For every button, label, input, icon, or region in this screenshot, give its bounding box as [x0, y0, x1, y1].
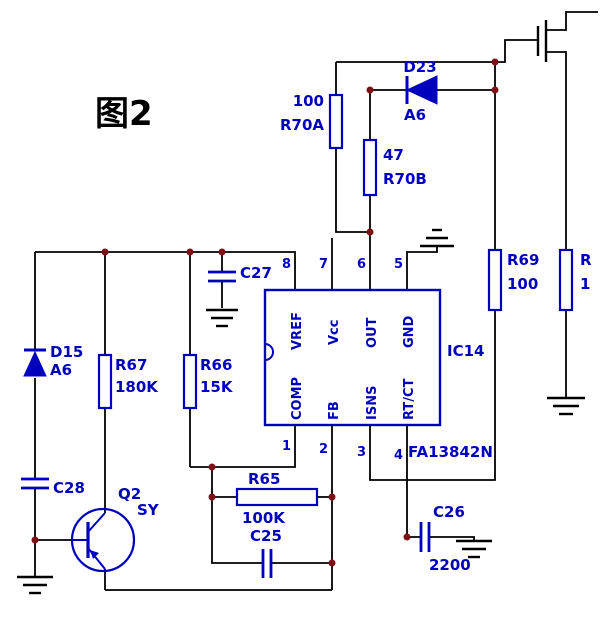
resistor-r70a: [328, 93, 344, 150]
capacitors: [21, 270, 431, 578]
r-right-ref: R: [580, 251, 592, 269]
labels: 图2 100 R70A 47 R70B D23 A6 R69 100 R 1 I…: [50, 58, 592, 574]
capacitor-c25: [261, 549, 273, 578]
wire: [429, 536, 475, 541]
junction-dot: [31, 536, 39, 544]
ic-pin-name-out: OUT: [365, 317, 380, 348]
junction-dot: [208, 493, 216, 501]
junction-dot: [491, 58, 499, 66]
c25-ref: C25: [250, 527, 282, 545]
r67-value: 180K: [115, 378, 159, 396]
wire: [406, 425, 421, 538]
q2-collector-lead: [87, 512, 106, 533]
r-right-value: 1: [580, 275, 590, 293]
wire: [190, 425, 296, 468]
junction-dot: [366, 86, 374, 94]
ground-icon: [17, 575, 53, 595]
resistor-r65: [235, 487, 319, 507]
ic-pin-name-comp: COMP: [290, 377, 305, 420]
wire: [369, 310, 496, 481]
ic-notch: [264, 343, 274, 361]
ic-pin-name-rtct: RT/CT: [402, 378, 417, 420]
ic-pin-number-4: 4: [394, 448, 403, 463]
ic-fa13842n: VREF Vcc OUT GND COMP FB ISNS RT/CT 8 7 …: [263, 257, 442, 463]
c26-value: 2200: [429, 556, 471, 574]
wire: [546, 11, 598, 31]
junction-dot: [101, 248, 109, 256]
mosfet-symbol: [536, 20, 548, 62]
r67-ref: R67: [115, 356, 147, 374]
r70b-ref: R70B: [383, 170, 427, 188]
junction-dots: [31, 58, 499, 567]
wire: [546, 51, 567, 250]
q2-ref: Q2: [118, 485, 141, 503]
junction-dot: [328, 493, 336, 501]
resistor-r-right: [558, 248, 574, 312]
q2-emitter-arrow: [90, 550, 99, 559]
ic-designator: IC14: [447, 342, 484, 360]
c28-ref: C28: [53, 479, 85, 497]
c26-ref: C26: [433, 503, 465, 521]
resistor-r66: [182, 353, 198, 410]
wire: [335, 148, 370, 233]
wires: [34, 11, 598, 591]
wire: [336, 39, 538, 63]
junction-dot: [328, 559, 336, 567]
junction-dot: [491, 86, 499, 94]
r70b-value: 47: [383, 146, 404, 164]
junction-dot: [366, 228, 374, 236]
junction-dot: [218, 248, 226, 256]
ic-part-number: FA13842N: [408, 443, 493, 461]
ground-icon: [206, 308, 238, 328]
ic-pin-number-8: 8: [282, 257, 291, 272]
r65-ref: R65: [248, 470, 280, 488]
transistor-q2: [70, 507, 136, 573]
ground-icon: [547, 396, 585, 416]
r70a-ref: R70A: [280, 116, 324, 134]
diode-d15: [23, 348, 47, 377]
capacitor-c27: [208, 270, 236, 283]
r69-value: 100: [507, 275, 538, 293]
q2-value: SY: [137, 501, 160, 519]
r66-value: 15K: [200, 378, 234, 396]
diodes: [23, 75, 438, 377]
wire: [35, 251, 296, 290]
resistor-r70b: [362, 138, 378, 197]
junction-dot: [208, 463, 216, 471]
ic-pin-number-5: 5: [394, 257, 403, 272]
wire: [406, 246, 438, 290]
ic-pin-name-vcc: Vcc: [327, 320, 342, 345]
figure-title: 图2: [95, 94, 153, 134]
junction-dot: [186, 248, 194, 256]
d23-value: A6: [404, 106, 426, 124]
resistor-r69: [487, 248, 503, 312]
ic-pin-name-isns: ISNS: [365, 386, 380, 420]
capacitor-c26: [419, 522, 431, 552]
diode-d23: [405, 75, 438, 105]
ic-pin-number-6: 6: [357, 257, 366, 272]
r69-ref: R69: [507, 251, 539, 269]
ic-pin-name-gnd: GND: [402, 315, 417, 348]
d15-value: A6: [50, 361, 72, 379]
resistors: [97, 93, 574, 507]
d15-ref: D15: [50, 343, 83, 361]
ic-pin-name-vref: VREF: [290, 312, 305, 350]
ground-symbols: [17, 228, 585, 595]
r65-value: 100K: [242, 509, 286, 527]
c27-ref: C27: [240, 264, 272, 282]
ic-pin-name-fb: FB: [327, 401, 342, 420]
ic-pin-number-3: 3: [357, 445, 366, 460]
r70a-value: 100: [293, 92, 324, 110]
ground-icon: [456, 539, 492, 559]
ic-pin-number-2: 2: [319, 442, 328, 457]
capacitor-c28: [21, 477, 49, 490]
d23-ref: D23: [403, 58, 436, 76]
resistor-r67: [97, 353, 113, 410]
ic-pin-number-7: 7: [319, 257, 328, 272]
junction-dot: [403, 533, 411, 541]
ic-pin-number-1: 1: [282, 439, 291, 454]
ground-icon: [420, 228, 454, 248]
r66-ref: R66: [200, 356, 232, 374]
